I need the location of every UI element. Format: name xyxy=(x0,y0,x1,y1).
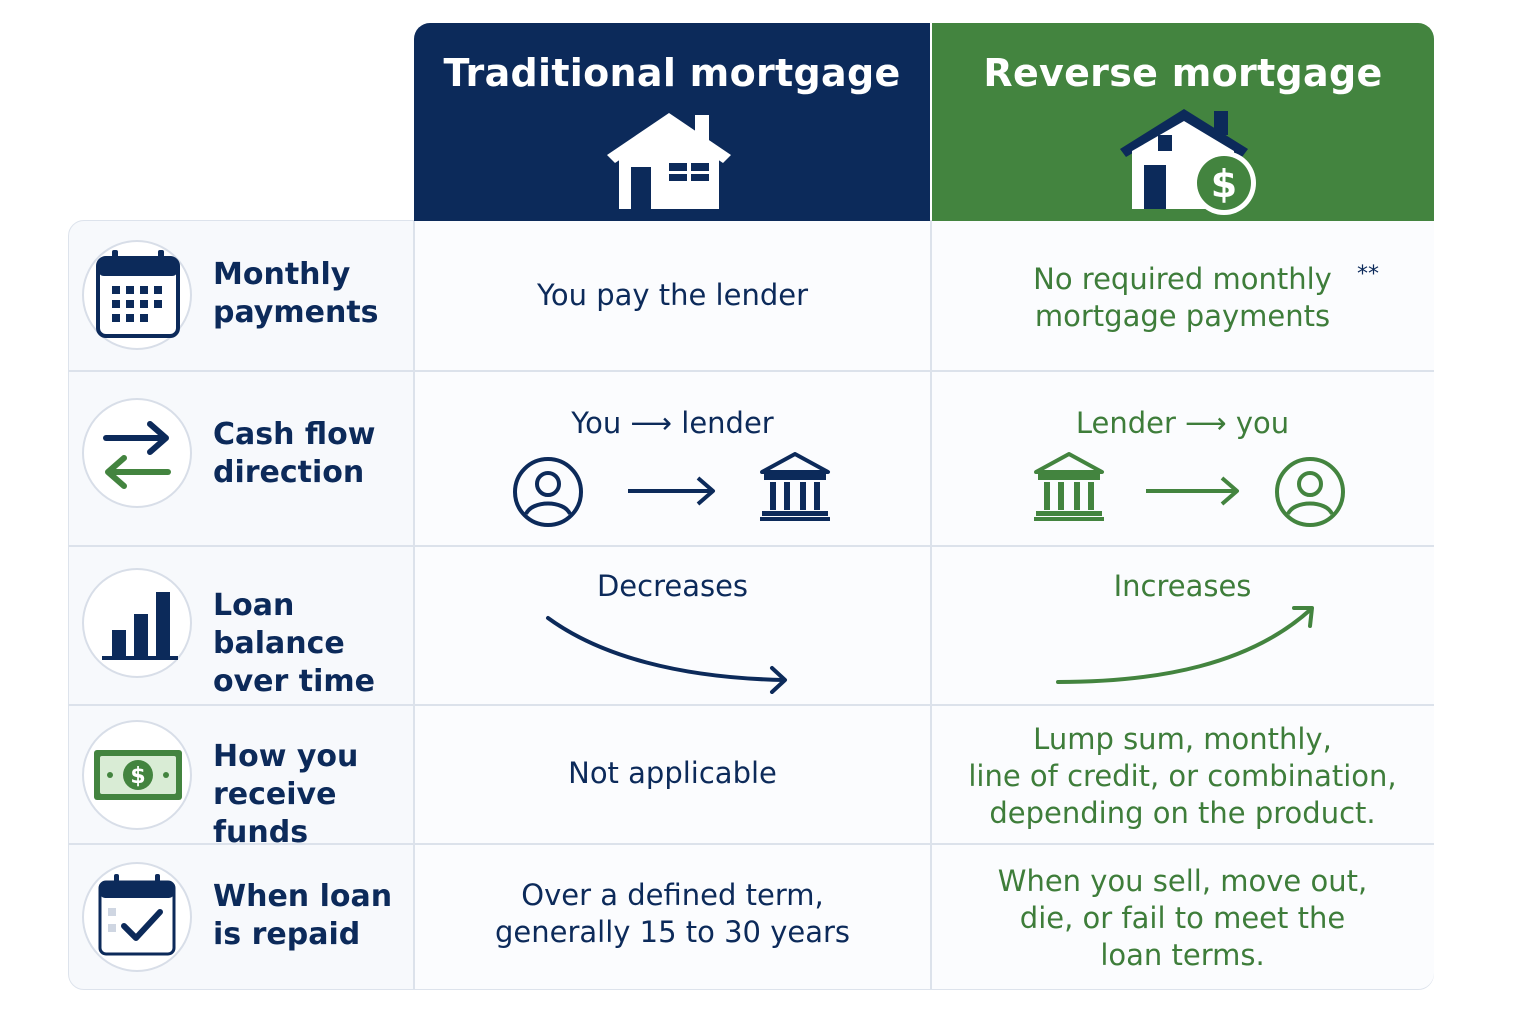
reverse-column xyxy=(931,221,1434,989)
footnote-marker: ** xyxy=(1357,262,1379,287)
reverse-monthly-payments: No required monthly mortgage payments xyxy=(931,261,1434,335)
label-line: direction xyxy=(213,455,365,490)
label-line: receive funds xyxy=(213,777,337,850)
row-divider xyxy=(68,370,1434,372)
traditional-loan-balance: Decreases xyxy=(596,569,749,603)
arrow-right-icon xyxy=(1146,476,1239,506)
text-line: Over a defined term, xyxy=(521,878,824,912)
text-line: When you sell, move out, xyxy=(997,864,1368,898)
row-label-loan-balance: Loan balance over time xyxy=(213,587,413,701)
row-divider xyxy=(68,545,1434,547)
bank-icon xyxy=(1034,452,1104,521)
label-line: is repaid xyxy=(213,917,361,952)
label-line: When loan xyxy=(213,879,393,914)
calendar-icon xyxy=(96,250,180,338)
reverse-when-repaid: When you sell, move out, die, or fail to… xyxy=(931,863,1434,974)
label-line: payments xyxy=(213,295,379,330)
curved-arrow-down-icon xyxy=(546,616,787,694)
house-icon xyxy=(607,113,731,209)
traditional-cash-flow: You ⟶ lender xyxy=(571,406,774,440)
label-line: Monthly xyxy=(213,257,351,292)
bar-chart-icon xyxy=(102,592,178,660)
text-line: line of credit, or combination, xyxy=(968,759,1397,793)
row-divider xyxy=(68,704,1434,706)
text-line: Lump sum, monthly, xyxy=(1033,722,1332,756)
swap-arrows-icon-badge xyxy=(82,398,192,508)
traditional-receive-funds: Not applicable xyxy=(568,756,777,790)
svg-text:$: $ xyxy=(130,764,145,789)
banknote-icon-badge: $ xyxy=(82,720,192,830)
label-line: over time xyxy=(213,664,375,699)
reverse-loan-balance: Increases xyxy=(1113,569,1252,603)
reverse-cash-flow: Lender ⟶ you xyxy=(1075,406,1290,440)
text-line: generally 15 to 30 years xyxy=(494,915,851,949)
row-label-cash-flow: Cash flow direction xyxy=(213,416,413,492)
text-line: No required monthly xyxy=(1033,262,1332,296)
label-line: Cash flow xyxy=(213,417,376,452)
reverse-header: Reverse mortgage $ xyxy=(932,23,1434,221)
person-icon xyxy=(1275,457,1345,527)
text-line: depending on the product. xyxy=(989,796,1376,830)
column-divider xyxy=(930,221,932,989)
text-line: die, or fail to meet the xyxy=(1019,901,1346,935)
calendar-icon-badge xyxy=(82,240,192,350)
arrow-right-icon xyxy=(628,476,715,506)
banknote-icon: $ xyxy=(94,750,182,800)
column-divider xyxy=(413,221,415,989)
calendar-check-icon-badge xyxy=(82,862,192,972)
calendar-check-icon xyxy=(98,874,176,956)
traditional-title: Traditional mortgage xyxy=(443,51,901,95)
house-dollar-icon: $ xyxy=(1120,109,1256,215)
row-label-monthly-payments: Monthly payments xyxy=(213,256,413,332)
svg-text:$: $ xyxy=(1211,162,1237,206)
traditional-column xyxy=(414,221,931,989)
text-line: loan terms. xyxy=(1100,938,1265,972)
row-divider xyxy=(68,843,1434,845)
traditional-header: Traditional mortgage xyxy=(414,23,930,221)
row-label-receive-funds: How you receive funds xyxy=(213,738,413,852)
person-icon xyxy=(513,457,583,527)
row-label-when-repaid: When loan is repaid xyxy=(213,878,413,954)
reverse-title: Reverse mortgage xyxy=(983,51,1383,95)
label-line: How you xyxy=(213,739,359,774)
swap-arrows-icon xyxy=(103,421,171,489)
traditional-when-repaid: Over a defined term, generally 15 to 30 … xyxy=(414,877,931,951)
label-line: Loan balance xyxy=(213,588,345,661)
text-line: mortgage payments xyxy=(1034,299,1331,333)
bank-icon xyxy=(760,452,830,521)
curved-arrow-up-icon xyxy=(1056,606,1314,684)
bar-chart-icon-badge xyxy=(82,568,192,678)
traditional-monthly-payments: You pay the lender xyxy=(536,278,809,312)
reverse-receive-funds: Lump sum, monthly, line of credit, or co… xyxy=(931,721,1434,832)
